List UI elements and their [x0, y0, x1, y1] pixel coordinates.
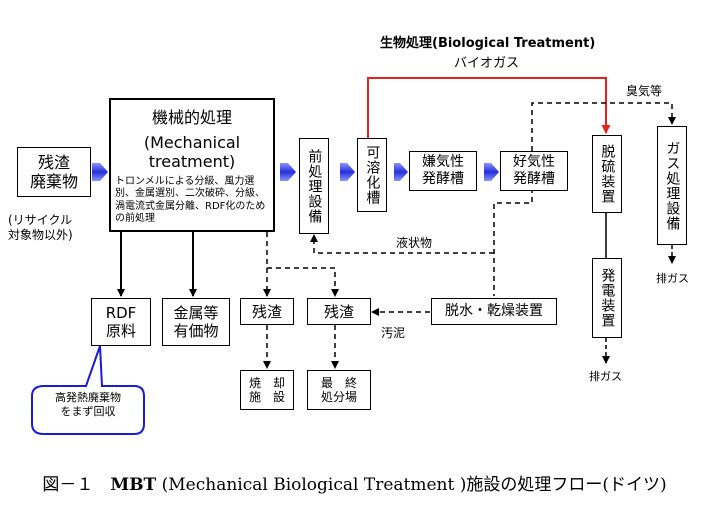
exhaust-label-power: 排ガス — [589, 370, 622, 383]
sludge-label: 汚泥 — [381, 326, 406, 340]
callout-text: 高発熱廃棄物 をまず回収 — [55, 391, 121, 418]
flow-arrow — [484, 163, 499, 181]
caption-prefix: 図－１ — [42, 475, 111, 495]
aerobic-tank-box: 好気性 発酵槽 — [500, 151, 568, 191]
pretreatment-box: 前処理設備 — [299, 138, 329, 234]
mechanical-treatment-box: 機械的処理 (Mechanical treatment) トロンメルによる分級、… — [109, 98, 275, 232]
residue-box-1: 残渣 — [240, 298, 294, 325]
mechanical-description: トロンメルによる分級、風力選別、金属選別、二次破砕、分級、渦電流式金属分離、RD… — [115, 175, 266, 225]
figure-caption: 図－１ MBT (Mechanical Biological Treatment… — [0, 470, 709, 495]
rdf-box: RDF 原料 — [91, 298, 151, 346]
exhaust-label-gas: 排ガス — [656, 272, 689, 285]
flow-arrow — [92, 163, 108, 181]
landfill-box: 最 終 処分場 — [307, 370, 371, 410]
mechanical-title-en: (Mechanical treatment) — [143, 133, 241, 172]
caption-bold: MBT — [110, 475, 157, 495]
flow-arrow — [394, 163, 408, 181]
anaerobic-tank-box: 嫌気性 発酵槽 — [409, 151, 477, 191]
dewater-dryer-box: 脱水・乾燥装置 — [431, 298, 557, 325]
liquid-label: 液状物 — [396, 236, 433, 250]
input-note: (リサイクル 対象物以外) — [8, 213, 73, 242]
dashed-line — [493, 188, 533, 296]
flow-arrow — [280, 163, 296, 181]
dashed-line — [267, 267, 339, 297]
biogas-label: バイオガス — [454, 56, 520, 71]
gas-treatment-box: ガス処理設備 — [657, 126, 687, 245]
liquid-return-line — [310, 234, 494, 254]
odor-line — [531, 102, 676, 160]
bio-title: 生物処理(Biological Treatment) — [380, 36, 596, 51]
odor-label: 臭気等 — [626, 84, 663, 98]
solubilization-box: 可溶化槽 — [357, 138, 387, 212]
caption-rest: (Mechanical Biological Treatment )施設の処理フ… — [156, 475, 667, 495]
power-generation-box: 発電装置 — [592, 258, 622, 338]
incineration-box: 焼 却 施 設 — [240, 370, 294, 410]
flow-arrow — [340, 163, 355, 181]
desulfurization-box: 脱硫装置 — [592, 135, 622, 213]
input-waste-box: 残渣 廃棄物 — [17, 147, 91, 197]
mechanical-title: 機械的処理 — [151, 108, 232, 127]
metals-box: 金属等 有価物 — [162, 298, 230, 346]
residue-box-2: 残渣 — [307, 298, 371, 325]
